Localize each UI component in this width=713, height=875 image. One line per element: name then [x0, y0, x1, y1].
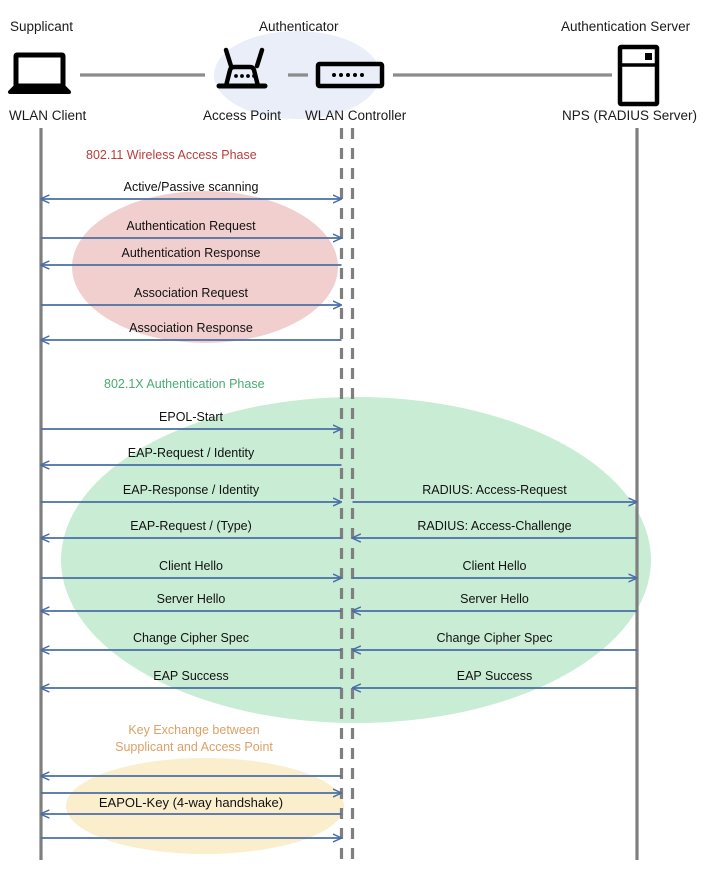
message-label-supplicant-ap-change-cipher-spec: Change Cipher Spec — [132, 631, 250, 645]
actor-name-wlan-client: WLAN Client — [9, 108, 87, 123]
phase-label-dot1x-authentication: 802.1X Authentication Phase — [104, 377, 265, 391]
lifelines — [39, 128, 639, 860]
actor-name-nps-radius-server: NPS (RADIUS Server) — [562, 108, 698, 123]
phase-ellipse-dot1x — [61, 397, 651, 723]
phase-label-key-exchange-line2: Supplicant and Access Point — [115, 739, 273, 754]
message-arrows — [41, 199, 637, 838]
access-point-leds — [234, 74, 256, 78]
message-label-supplicant-ap-eap-response-identity: EAP-Response / Identity — [122, 483, 260, 497]
actor-name-access-point: Access Point — [203, 108, 282, 123]
message-label-supplicant-ap-association-request: Association Request — [134, 286, 248, 300]
message-label-supplicant-ap-association-response: Association Response — [129, 321, 253, 335]
phase-label-key-exchange-line1: Key Exchange between — [128, 723, 260, 737]
server-rack-icon — [617, 44, 660, 107]
message-label-controller-server-eap-success: EAP Success — [456, 669, 533, 683]
message-label-controller-server-client-hello: Client Hello — [462, 559, 527, 573]
message-label-supplicant-ap-server-hello: Server Hello — [156, 592, 226, 606]
actor-role-supplicant: Supplicant — [10, 19, 74, 34]
actor-icons — [8, 44, 660, 107]
phase-label-wireless-access: 802.11 Wireless Access Phase — [86, 148, 257, 162]
message-label-supplicant-ap-eap-request-identity: EAP-Request / Identity — [127, 446, 255, 460]
switch-leds — [332, 73, 364, 77]
message-label-supplicant-ap-eap-request-type: EAP-Request / (Type) — [130, 519, 252, 533]
message-label-controller-server-server-hello: Server Hello — [460, 592, 529, 606]
actor-role-authentication-server: Authentication Server — [561, 19, 691, 34]
message-label-supplicant-ap-authentication-response: Authentication Response — [121, 246, 261, 260]
phase-label-key-exchange: Key Exchange between Supplicant and Acce… — [103, 722, 285, 755]
network-switch-icon — [315, 61, 385, 89]
message-label-supplicant-ap-eap-success: EAP Success — [153, 669, 229, 683]
message-label-controller-server-change-cipher-spec: Change Cipher Spec — [436, 631, 553, 645]
message-label-supplicant-ap-epol-start: EPOL-Start — [159, 410, 223, 424]
actor-name-wlan-controller: WLAN Controller — [305, 108, 407, 123]
wireless-router-icon — [216, 47, 268, 89]
actor-role-authenticator: Authenticator — [259, 19, 339, 34]
message-label-controller-server-radius-access-request: RADIUS: Access-Request — [422, 483, 567, 497]
message-label-supplicant-ap-eapol-key-4-way-handshake: EAPOL-Key (4-way handshake) — [98, 795, 284, 810]
laptop-icon — [8, 52, 71, 94]
message-label-controller-server-radius-access-challenge: RADIUS: Access-Challenge — [417, 519, 572, 533]
message-label-supplicant-ap-active-passive-scanning: Active/Passive scanning — [123, 180, 259, 194]
message-label-supplicant-ap-authentication-request: Authentication Request — [126, 219, 256, 233]
server-status-led — [645, 53, 652, 60]
phase-ellipse-keyexchange — [66, 758, 344, 854]
message-label-supplicant-ap-client-hello: Client Hello — [159, 559, 223, 573]
